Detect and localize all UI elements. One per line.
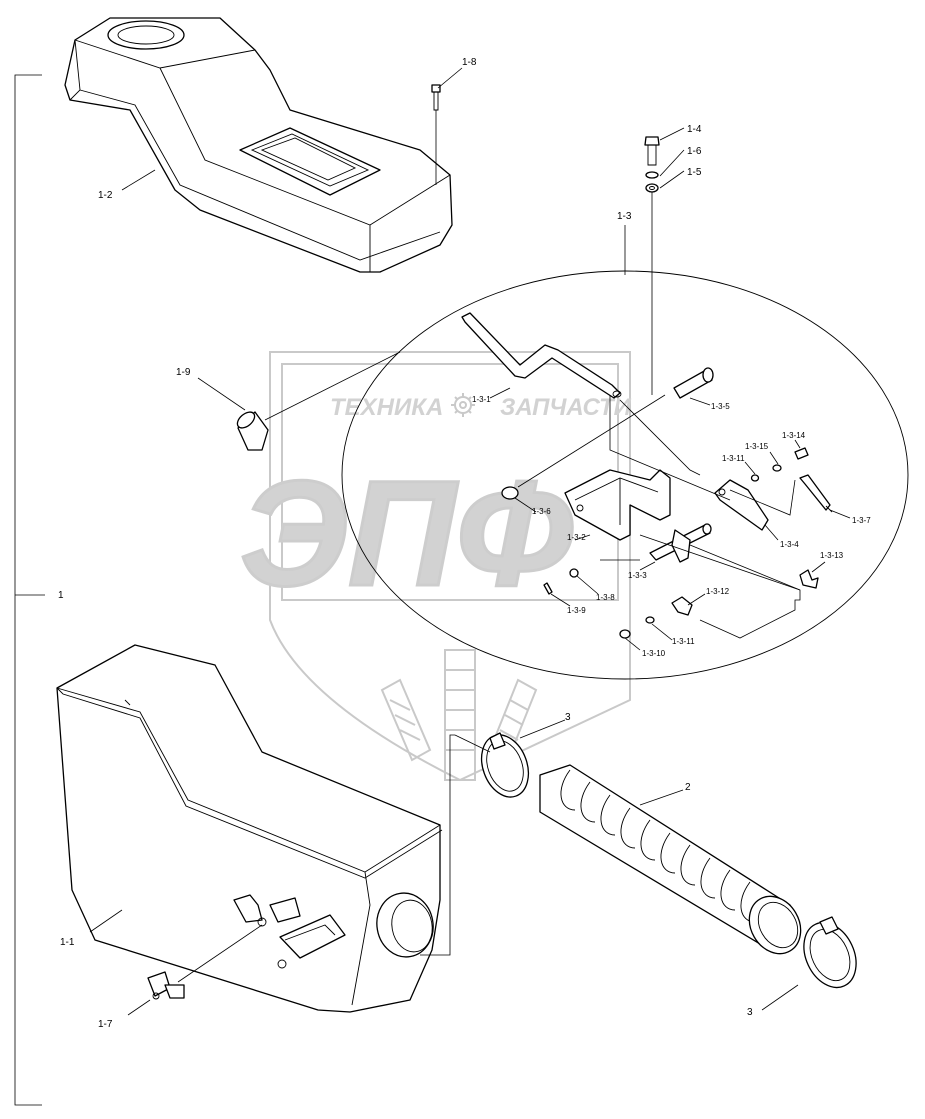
watermark-text-right: ЗАПЧАСТИ [500, 394, 632, 421]
part-screw-1-8: 1-8 [431, 57, 477, 185]
label-1-3-2: 1-3-2 [567, 533, 586, 542]
part-bolt-assembly: 1-4 1-6 1-5 [644, 124, 702, 395]
label-1-3-11b: 1-3-11 [672, 637, 695, 646]
label-1-3-13: 1-3-13 [820, 551, 844, 560]
watermark-wheat [380, 649, 538, 781]
part-bracket-1-3-2: 1-3-2 [564, 469, 671, 542]
part-clamp-top: 3 [420, 712, 571, 956]
gear-icon [451, 393, 475, 417]
watermark-big-letters: ЭПФ [240, 449, 573, 617]
label-3-bottom: 3 [747, 1007, 753, 1018]
label-1-3-14: 1-3-14 [782, 431, 806, 440]
assembly-lines [600, 395, 801, 639]
label-1-3-5: 1-3-5 [711, 402, 730, 411]
label-2: 2 [685, 782, 691, 793]
part-top-cover [64, 17, 453, 273]
part-lever-1-3-1: 1-3-1 [461, 312, 622, 404]
label-1-8: 1-8 [462, 57, 477, 68]
label-1: 1 [58, 590, 64, 601]
label-1-2: 1-2 [98, 190, 113, 201]
part-hose: 2 [539, 764, 802, 955]
label-1-3: 1-3 [617, 211, 632, 222]
label-1-9: 1-9 [176, 367, 191, 378]
part-rod-1-3-7: 1-3-7 [799, 474, 871, 525]
label-1-1: 1-1 [60, 937, 75, 948]
part-ring-1-3-6: 1-3-6 [501, 394, 666, 516]
label-1-3-12: 1-3-12 [706, 587, 730, 596]
part-shaft-1-3-3: 1-3-3 [628, 523, 712, 580]
label-1-3-4: 1-3-4 [780, 540, 799, 549]
label-1-3-6: 1-3-6 [532, 507, 551, 516]
part-pin-1-3-5: 1-3-5 [673, 367, 730, 411]
part-clip-1-3-13: 1-3-13 [799, 551, 844, 589]
label-1-3-8: 1-3-8 [596, 593, 615, 602]
watermark: ТЕХНИКА ЗАПЧАСТИ ЭПФ [239, 351, 632, 782]
part-tank: 1-1 [56, 644, 443, 1013]
label-1-5: 1-5 [687, 167, 702, 178]
label-1-3-7: 1-3-7 [852, 516, 871, 525]
part-knob-1-9: 1-9 [176, 351, 401, 451]
part-sensor-1-7: 1-7 [98, 924, 263, 1030]
label-1-3-10: 1-3-10 [642, 649, 666, 658]
part-fittings: 1-3-12 1-3-11 1-3-10 [619, 587, 730, 658]
part-clamp-bottom: 3 [747, 916, 857, 1018]
part-small-fasteners: 1-3-14 1-3-15 1-3-11 [722, 431, 809, 482]
label-1-3-9: 1-3-9 [567, 606, 586, 615]
detail-circle [341, 270, 909, 680]
part-washer-cotter: 1-3-8 1-3-9 [543, 568, 615, 615]
assembly-bracket: 1 [14, 74, 64, 1106]
label-1-3-1: 1-3-1 [472, 395, 491, 404]
label-1-6: 1-6 [687, 146, 702, 157]
label-1-3-15: 1-3-15 [745, 442, 769, 451]
label-1-7: 1-7 [98, 1019, 113, 1030]
label-3-top: 3 [565, 712, 571, 723]
label-1-3-11a: 1-3-11 [722, 454, 745, 463]
label-1-4: 1-4 [687, 124, 702, 135]
watermark-text-left: ТЕХНИКА [330, 394, 443, 421]
label-1-3-3: 1-3-3 [628, 571, 647, 580]
part-plate-1-3-4: 1-3-4 [714, 479, 799, 549]
